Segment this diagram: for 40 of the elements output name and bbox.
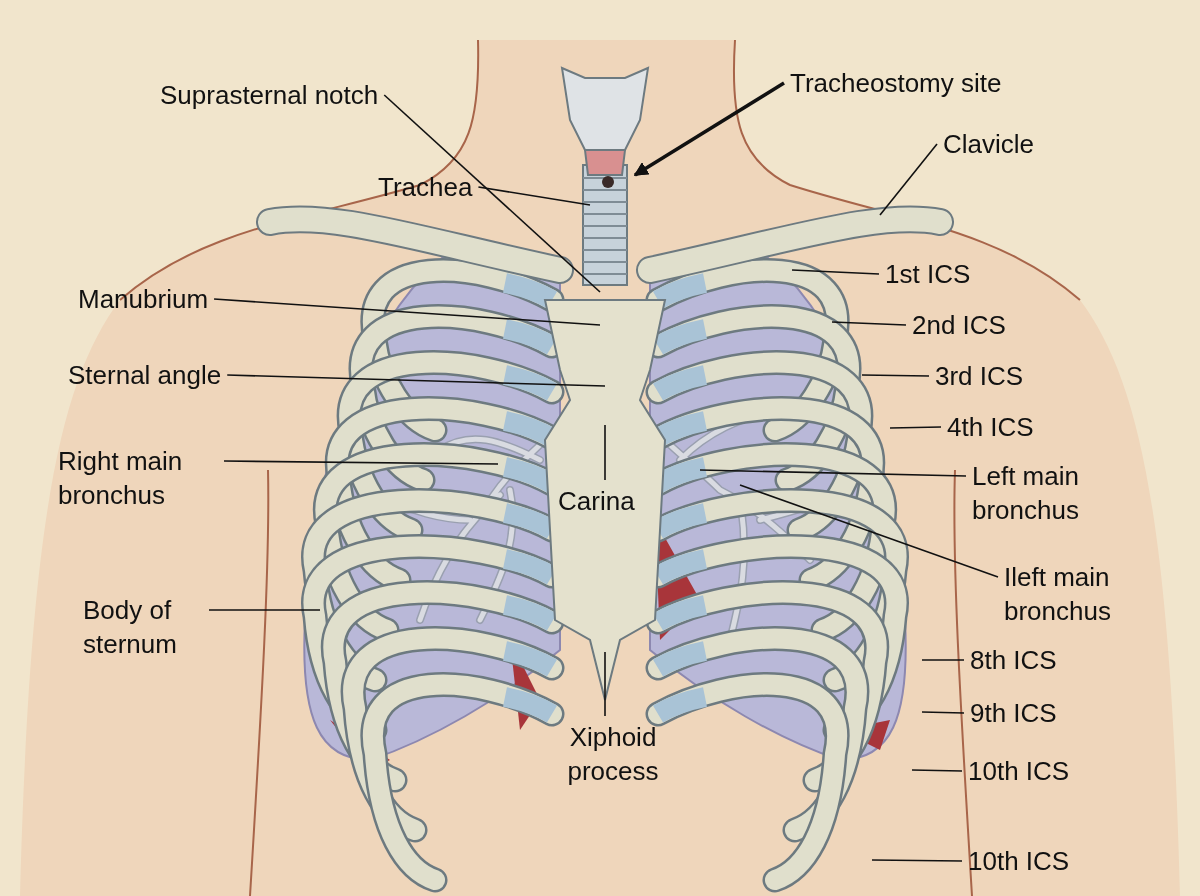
anatomy-label: 8th ICS: [970, 644, 1057, 677]
anatomy-label: Right main bronchus: [58, 445, 184, 512]
anatomy-label: 4th ICS: [947, 411, 1034, 444]
anatomy-label: Left main bronchus: [972, 460, 1080, 527]
leader-line: [911, 769, 963, 772]
leader-line: [871, 859, 963, 862]
leader-line: [921, 659, 965, 661]
anatomy-label: Trachea: [378, 171, 473, 204]
leader-line: [213, 298, 601, 326]
leader-line: [604, 651, 606, 717]
anatomy-label: Tracheostomy site: [790, 67, 1002, 100]
anatomy-label: 10th ICS: [968, 845, 1070, 878]
anatomy-label: 10th ICS: [968, 755, 1070, 788]
anatomy-label: 1st ICS: [885, 258, 971, 291]
anatomy-label: Suprasternal notch: [160, 79, 379, 112]
leader-line: [921, 711, 965, 714]
anatomy-label: 3rd ICS: [935, 360, 1024, 393]
leader-line: [226, 374, 606, 387]
leader-line: [739, 484, 999, 578]
leader-line: [699, 469, 967, 477]
anatomy-label: 9th ICS: [970, 697, 1057, 730]
leader-line: [861, 374, 930, 377]
anatomy-label: Clavicle: [943, 128, 1035, 161]
anatomy-label: Xiphoid process: [566, 721, 660, 788]
anatomy-label: Ileft main bronchus: [1004, 561, 1112, 628]
leader-line: [208, 609, 321, 611]
anatomy-label: Carina: [558, 485, 635, 518]
leader-line: [604, 424, 606, 481]
anatomy-label: Body of sternum: [83, 594, 178, 661]
leader-line: [889, 426, 942, 429]
anatomy-label: Manubrium: [78, 283, 209, 316]
arrow: [633, 81, 785, 177]
anatomy-label: Sternal angle: [68, 359, 222, 392]
anatomy-label: 2nd ICS: [912, 309, 1006, 342]
leader-line: [223, 460, 499, 465]
leader-line: [831, 321, 907, 326]
leader-line: [879, 143, 938, 216]
leader-line: [477, 186, 591, 206]
leader-line: [791, 269, 880, 275]
leader-line: [383, 94, 601, 293]
